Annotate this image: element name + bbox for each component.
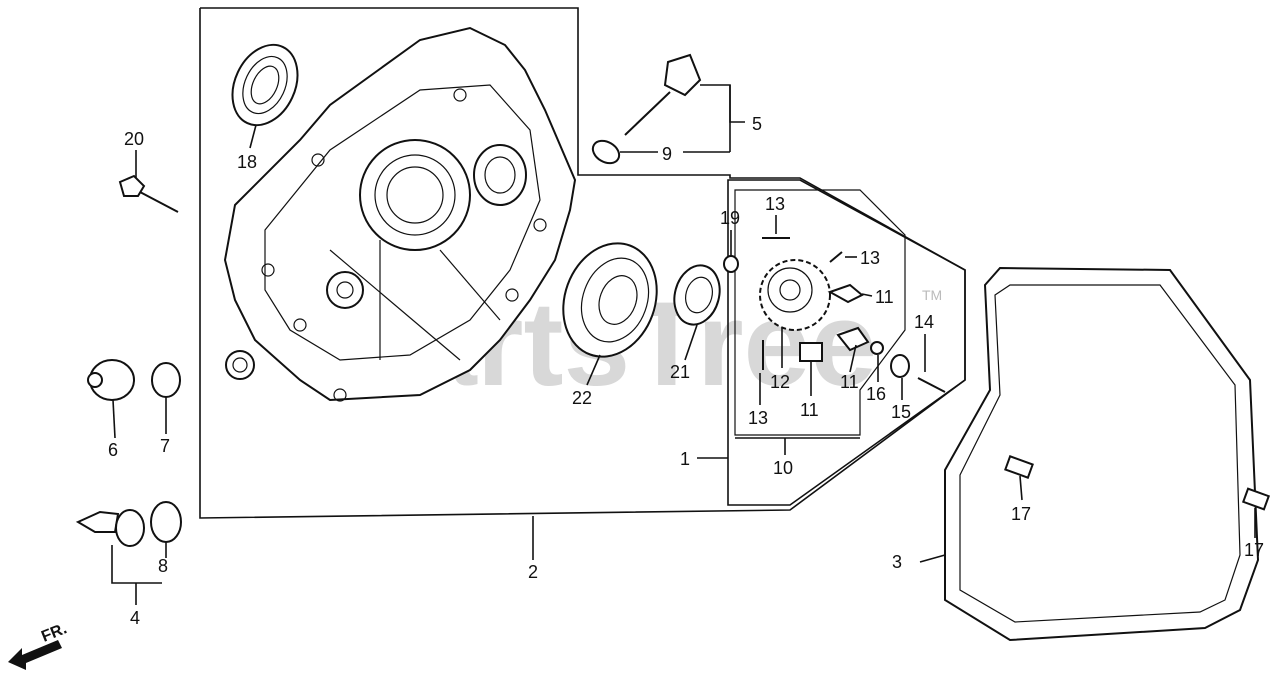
callout-19: 19 bbox=[720, 208, 740, 228]
callout-17-left: 17 bbox=[1011, 504, 1031, 524]
governor-weight-11c bbox=[836, 326, 870, 352]
callout-2: 2 bbox=[528, 562, 538, 582]
front-label: FR. bbox=[39, 620, 69, 645]
callout-21: 21 bbox=[670, 362, 690, 382]
callout-1: 1 bbox=[680, 449, 690, 469]
clip-16 bbox=[870, 341, 884, 355]
callout-labels: 2 3 1 4 5 6 7 8 9 10 11 11 11 12 13 13 1… bbox=[108, 114, 1264, 628]
callout-18: 18 bbox=[237, 152, 257, 172]
governor-gear-12 bbox=[759, 259, 831, 331]
gasket-3 bbox=[944, 266, 1260, 642]
o-ring-9 bbox=[591, 139, 621, 165]
governor-shaft-14 bbox=[917, 377, 946, 393]
ball-bearing-21 bbox=[673, 264, 721, 326]
callout-16: 16 bbox=[866, 384, 886, 404]
callout-3: 3 bbox=[892, 552, 902, 572]
flange-bolt-20 bbox=[118, 174, 179, 213]
callout-10: 10 bbox=[773, 458, 793, 478]
governor-slider-11b bbox=[799, 342, 823, 362]
callout-13-bottom: 13 bbox=[748, 408, 768, 428]
oil-filler-cap-5 bbox=[624, 53, 702, 136]
drain-bolt-4 bbox=[75, 509, 145, 547]
callout-12: 12 bbox=[770, 372, 790, 392]
dowel-pin-17a bbox=[1004, 455, 1034, 479]
callout-15: 15 bbox=[891, 402, 911, 422]
callout-5: 5 bbox=[752, 114, 762, 134]
callout-9: 9 bbox=[662, 144, 672, 164]
drain-plug-6 bbox=[87, 359, 135, 401]
callout-4: 4 bbox=[130, 608, 140, 628]
leader-lines bbox=[111, 84, 1256, 605]
callout-13-top: 13 bbox=[765, 194, 785, 214]
crankcase-cover bbox=[223, 26, 577, 402]
washer-19 bbox=[723, 255, 739, 273]
callout-8: 8 bbox=[158, 556, 168, 576]
callout-20: 20 bbox=[124, 129, 144, 149]
pin-13b bbox=[829, 251, 843, 263]
callout-14: 14 bbox=[914, 312, 934, 332]
callout-11-middle: 11 bbox=[840, 372, 859, 392]
governor-weight-11a bbox=[827, 283, 864, 304]
watermark-tm: TM bbox=[922, 287, 942, 303]
dowel-pin-17b bbox=[1241, 487, 1271, 511]
ball-bearing-22 bbox=[562, 242, 658, 358]
callout-11-lower: 11 bbox=[800, 400, 819, 420]
callout-17-right: 17 bbox=[1244, 540, 1264, 560]
governor-assembly-frame bbox=[727, 179, 966, 506]
callout-6: 6 bbox=[108, 440, 118, 460]
cover-assembly-frame bbox=[199, 7, 966, 519]
callout-11-upper: 11 bbox=[875, 287, 894, 307]
oil-seal-18 bbox=[231, 43, 299, 127]
front-direction-arrow bbox=[8, 640, 62, 670]
governor-weight-frame bbox=[734, 189, 906, 436]
callout-7: 7 bbox=[160, 436, 170, 456]
washer-8 bbox=[150, 501, 182, 543]
callout-22: 22 bbox=[572, 388, 592, 408]
callout-13-right: 13 bbox=[860, 248, 880, 268]
washer-15 bbox=[890, 354, 910, 378]
washer-7 bbox=[151, 362, 181, 398]
